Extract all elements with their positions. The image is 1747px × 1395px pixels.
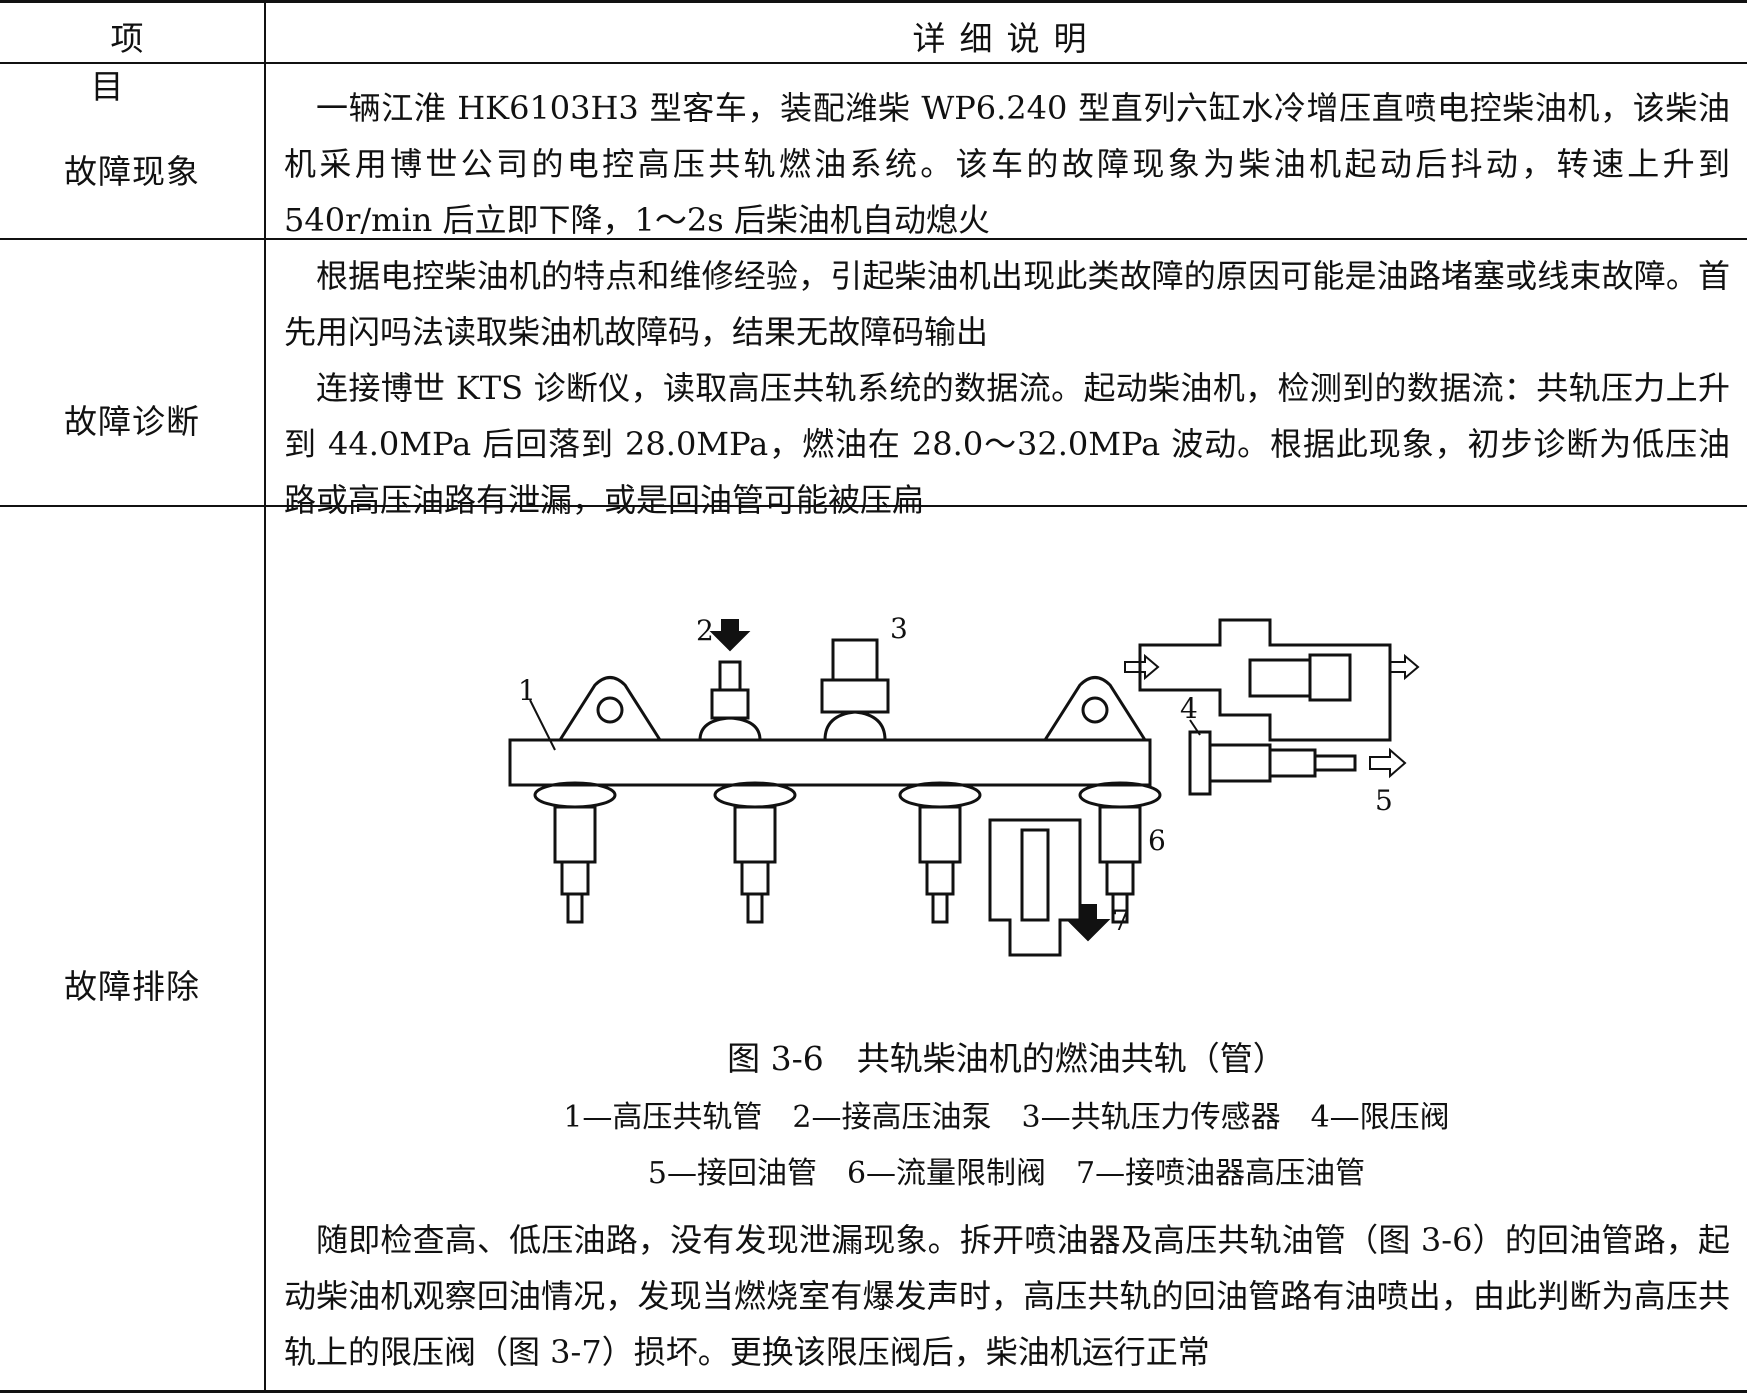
inlet-thread [718, 660, 742, 692]
table-top-rule [0, 0, 1747, 3]
mount-bracket-right [1043, 676, 1147, 741]
part-label-3: 3 [890, 612, 908, 645]
limit-valve-nut [1188, 730, 1212, 796]
sensor-body [831, 638, 879, 682]
valve-detail-spring [1248, 658, 1312, 698]
arrow-inlet [709, 619, 751, 652]
header-item: 项 目 [90, 19, 277, 106]
paragraph: 连接博世 KTS 诊断仪，读取高压共轨系统的数据流。起动柴油机，检测到的数据流：… [284, 369, 1730, 519]
row-text-symptom: 一辆江淮 HK6103H3 型客车，装配潍柴 WP6.240 型直列六缸水冷增压… [284, 80, 1730, 248]
figure-legend-line1: 1—高压共轨管 2—接高压油泵 3—共轨压力传感器 4—限压阀 [563, 1100, 1450, 1135]
part-label-6: 6 [1148, 824, 1166, 857]
part-label-1: 1 [518, 674, 536, 707]
figure-legend-line2: 5—接回油管 6—流量限制阀 7—接喷油器高压油管 [647, 1156, 1366, 1191]
row-text-diagnosis: 根据电控柴油机的特点和维修经验，引起柴油机出现此类故障的原因可能是油路堵塞或线束… [284, 248, 1730, 528]
cutaway-core [1020, 828, 1050, 922]
sensor-boss [823, 710, 887, 741]
valve-detail-outline [1138, 618, 1392, 742]
arrow-outlet-7 [1065, 904, 1111, 942]
row-text-repair: 随即检查高、低压油路，没有发现泄漏现象。拆开喷油器及高压共轨油管（图 3-6）的… [284, 1212, 1730, 1380]
return-pipe [1313, 754, 1357, 772]
paragraph: 随即检查高、低压油路，没有发现泄漏现象。拆开喷油器及高压共轨油管（图 3-6）的… [284, 1221, 1730, 1371]
return-fitting [1268, 748, 1317, 778]
leader-4 [1189, 719, 1201, 736]
flow-limiter-cutaway [988, 818, 1082, 957]
mount-hole-left [596, 696, 624, 724]
arrow-return-5 [1369, 747, 1407, 779]
part-label-2: 2 [696, 614, 714, 647]
part-label-7: 7 [1112, 904, 1130, 937]
column-divider [264, 0, 266, 1393]
flow-limiter-4 [1078, 781, 1162, 924]
header-rule [0, 62, 1747, 64]
arrow-valve-out [1389, 653, 1420, 681]
mount-hole-right [1081, 696, 1109, 724]
sensor-hex [820, 678, 890, 714]
header-detail: 详细说明 [912, 19, 1101, 58]
leader-1 [529, 699, 556, 751]
row-label-symptom: 故障现象 [64, 152, 200, 191]
row-rule-1 [0, 238, 1747, 240]
inlet-boss [698, 716, 762, 741]
table-bottom-rule [0, 1390, 1747, 1393]
flow-limiter-2 [713, 781, 797, 924]
row-rule-2 [0, 505, 1747, 507]
inlet-nut [710, 688, 750, 720]
limit-valve-body [1208, 743, 1272, 783]
row-label-diagnosis: 故障诊断 [64, 402, 200, 441]
arrow-valve-in [1124, 653, 1160, 681]
flow-limiter-3 [898, 781, 982, 924]
valve-detail-plug [1308, 653, 1352, 702]
flow-limiter-1 [533, 781, 617, 924]
rail-tube [508, 738, 1152, 787]
paragraph: 一辆江淮 HK6103H3 型客车，装配潍柴 WP6.240 型直列六缸水冷增压… [284, 89, 1730, 239]
common-rail-figure: 1 2 3 4 5 6 7 [508, 612, 1420, 957]
part-label-4: 4 [1180, 692, 1198, 725]
part-label-5: 5 [1375, 784, 1393, 817]
row-label-repair: 故障排除 [64, 967, 200, 1006]
figure-caption: 图 3-6 共轨柴油机的燃油共轨（管） [727, 1039, 1286, 1078]
paragraph: 根据电控柴油机的特点和维修经验，引起柴油机出现此类故障的原因可能是油路堵塞或线束… [284, 257, 1730, 351]
mount-bracket-left [558, 676, 662, 741]
